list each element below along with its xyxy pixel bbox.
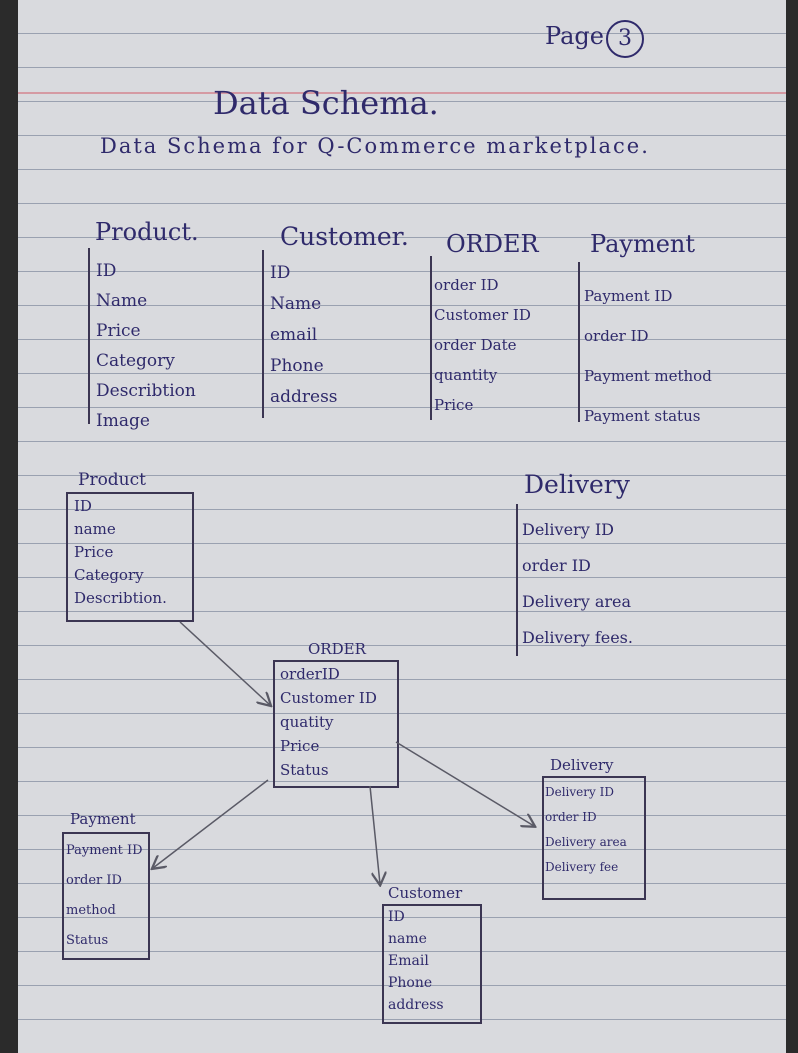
field: Name [270, 294, 322, 314]
field: Name [96, 291, 148, 311]
arrow-order-to-payment [153, 779, 269, 868]
product-table-fields: ID Name Price Category Describtion Image [96, 256, 196, 436]
field: Describtion. [74, 589, 167, 607]
field: ID [388, 909, 405, 925]
diagram-customer-fields: ID name Email Phone address [388, 906, 444, 1016]
field: Price [280, 737, 320, 755]
notebook-page: Page 3 Data Schema. Data Schema for Q-Co… [18, 0, 786, 1053]
field: Delivery area [522, 592, 632, 611]
field: Price [74, 543, 114, 561]
field: Customer ID [434, 306, 531, 324]
order-table-title: ORDER [446, 230, 539, 258]
field: order ID [66, 873, 122, 888]
field: method [66, 903, 116, 918]
field: Payment ID [584, 287, 673, 305]
diagram-product-fields: ID name Price Category Describtion. [74, 495, 167, 610]
field: Phone [388, 975, 433, 991]
field: Delivery ID [522, 520, 614, 539]
field: Delivery ID [545, 785, 614, 799]
page-number: 3 [606, 20, 644, 58]
customer-table-fields: ID Name email Phone address [270, 258, 338, 413]
customer-table-border [262, 250, 264, 418]
field: Delivery fee [545, 860, 619, 874]
arrow-order-to-customer [369, 785, 380, 884]
field: order ID [545, 810, 597, 824]
product-table-border [88, 248, 90, 424]
diagram-delivery-box [542, 776, 646, 900]
field: Status [280, 761, 329, 779]
diagram-payment-title: Payment [70, 810, 136, 828]
payment-table-title: Payment [590, 230, 695, 258]
field: quantity [434, 366, 498, 384]
field: ID [74, 497, 92, 515]
field: Email [388, 953, 429, 969]
payment-table-fields: Payment ID order ID Payment method Payme… [584, 276, 712, 436]
delivery-table-title: Delivery [524, 470, 630, 499]
diagram-order-box [273, 660, 399, 788]
product-table-title: Product. [95, 218, 199, 246]
field: order ID [522, 556, 591, 575]
field: Delivery area [545, 835, 627, 849]
delivery-table-border [516, 504, 518, 656]
field: Category [96, 351, 175, 371]
diagram-product-title: Product [78, 470, 146, 490]
field: Describtion [96, 381, 196, 401]
field: order Date [434, 336, 517, 354]
field: Payment ID [66, 843, 143, 858]
field: Payment status [584, 407, 701, 425]
diagram-order-title: ORDER [308, 640, 366, 658]
field: order ID [584, 327, 649, 345]
diagram-product-box [66, 492, 194, 622]
diagram-order-fields: orderID Customer ID quatity Price Status [280, 662, 377, 782]
field: Customer ID [280, 689, 377, 707]
diagram-delivery-fields: Delivery ID order ID Delivery area Deliv… [545, 780, 627, 880]
field: Category [74, 566, 144, 584]
page-title: Data Schema. [213, 84, 439, 122]
field: name [74, 520, 116, 538]
diagram-payment-box [62, 832, 150, 960]
field: order ID [434, 276, 499, 294]
arrow-order-to-delivery [395, 741, 534, 826]
diagram-customer-box [382, 904, 482, 1024]
field: address [270, 387, 338, 407]
field: Image [96, 411, 150, 431]
diagram-customer-title: Customer [388, 884, 463, 902]
customer-table-title: Customer. [280, 222, 409, 251]
field: Price [434, 396, 474, 414]
field: orderID [280, 665, 340, 683]
field: Status [66, 933, 109, 948]
order-table-fields: order ID Customer ID order Date quantity… [434, 270, 531, 420]
arrow-product-to-order [179, 621, 270, 705]
field: Phone [270, 356, 324, 376]
relationship-arrows [18, 621, 786, 1053]
order-table-border [430, 256, 432, 420]
field: Delivery fees. [522, 628, 633, 647]
field: Payment method [584, 367, 712, 385]
diagram-delivery-title: Delivery [550, 756, 614, 774]
diagram-payment-fields: Payment ID order ID method Status [66, 836, 143, 956]
delivery-table-fields: Delivery ID order ID Delivery area Deliv… [522, 512, 633, 656]
field: quatity [280, 713, 334, 731]
field: address [388, 997, 444, 1013]
field: email [270, 325, 318, 345]
field: name [388, 931, 427, 947]
field: Price [96, 321, 141, 341]
payment-table-border [578, 262, 580, 422]
page-subtitle: Data Schema for Q-Commerce marketplace. [100, 134, 650, 158]
margin-line [18, 92, 786, 94]
field: ID [96, 261, 117, 281]
page-label: Page [545, 22, 604, 50]
field: ID [270, 263, 291, 283]
